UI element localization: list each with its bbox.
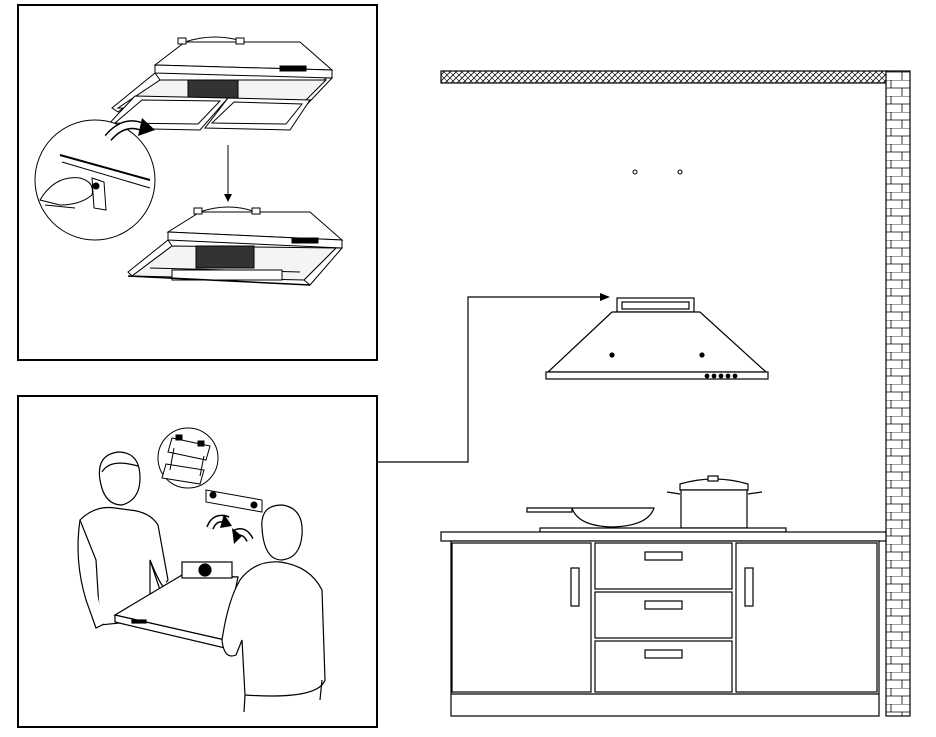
panel-two-person-lifting [17, 395, 378, 728]
drawer-handle-top [644, 551, 683, 561]
person-right [221, 504, 326, 713]
drawer-bottom [594, 640, 733, 693]
mounting-hole-right [677, 169, 683, 175]
magnified-latch-detail [34, 119, 156, 241]
drawer-handle-middle [644, 600, 683, 610]
connector-line [377, 296, 605, 463]
cabinet-door-left [451, 542, 592, 693]
brick-wall [885, 70, 911, 717]
wok-pan [526, 507, 655, 528]
hood-filters-removed [127, 206, 344, 286]
countertop [440, 531, 887, 542]
panel-filter-removal [17, 4, 378, 361]
mounting-hole-left [632, 169, 638, 175]
curved-arrow-icon [104, 118, 155, 142]
hood-with-filters-open [103, 36, 334, 131]
range-hood [545, 297, 769, 380]
ceiling [440, 70, 888, 84]
door-handle-left [570, 567, 580, 607]
base-cabinets [450, 540, 880, 717]
cooking-pot [666, 475, 763, 529]
drawer-handle-bottom [644, 649, 683, 659]
curved-arrow-icon [206, 514, 254, 544]
hood-being-carried [113, 561, 239, 649]
down-arrow-icon [224, 145, 232, 202]
control-buttons [704, 373, 738, 379]
bracket-detail-magnifier [157, 427, 219, 489]
cabinet-door-right [735, 542, 878, 693]
drawer-top [594, 542, 733, 590]
kitchen-installation-scene [440, 70, 911, 717]
connector-arrowhead [600, 293, 610, 301]
wall-mounting-bracket [205, 489, 263, 513]
drawer-middle [594, 591, 733, 639]
door-handle-right [744, 567, 754, 607]
person-left [77, 451, 177, 629]
